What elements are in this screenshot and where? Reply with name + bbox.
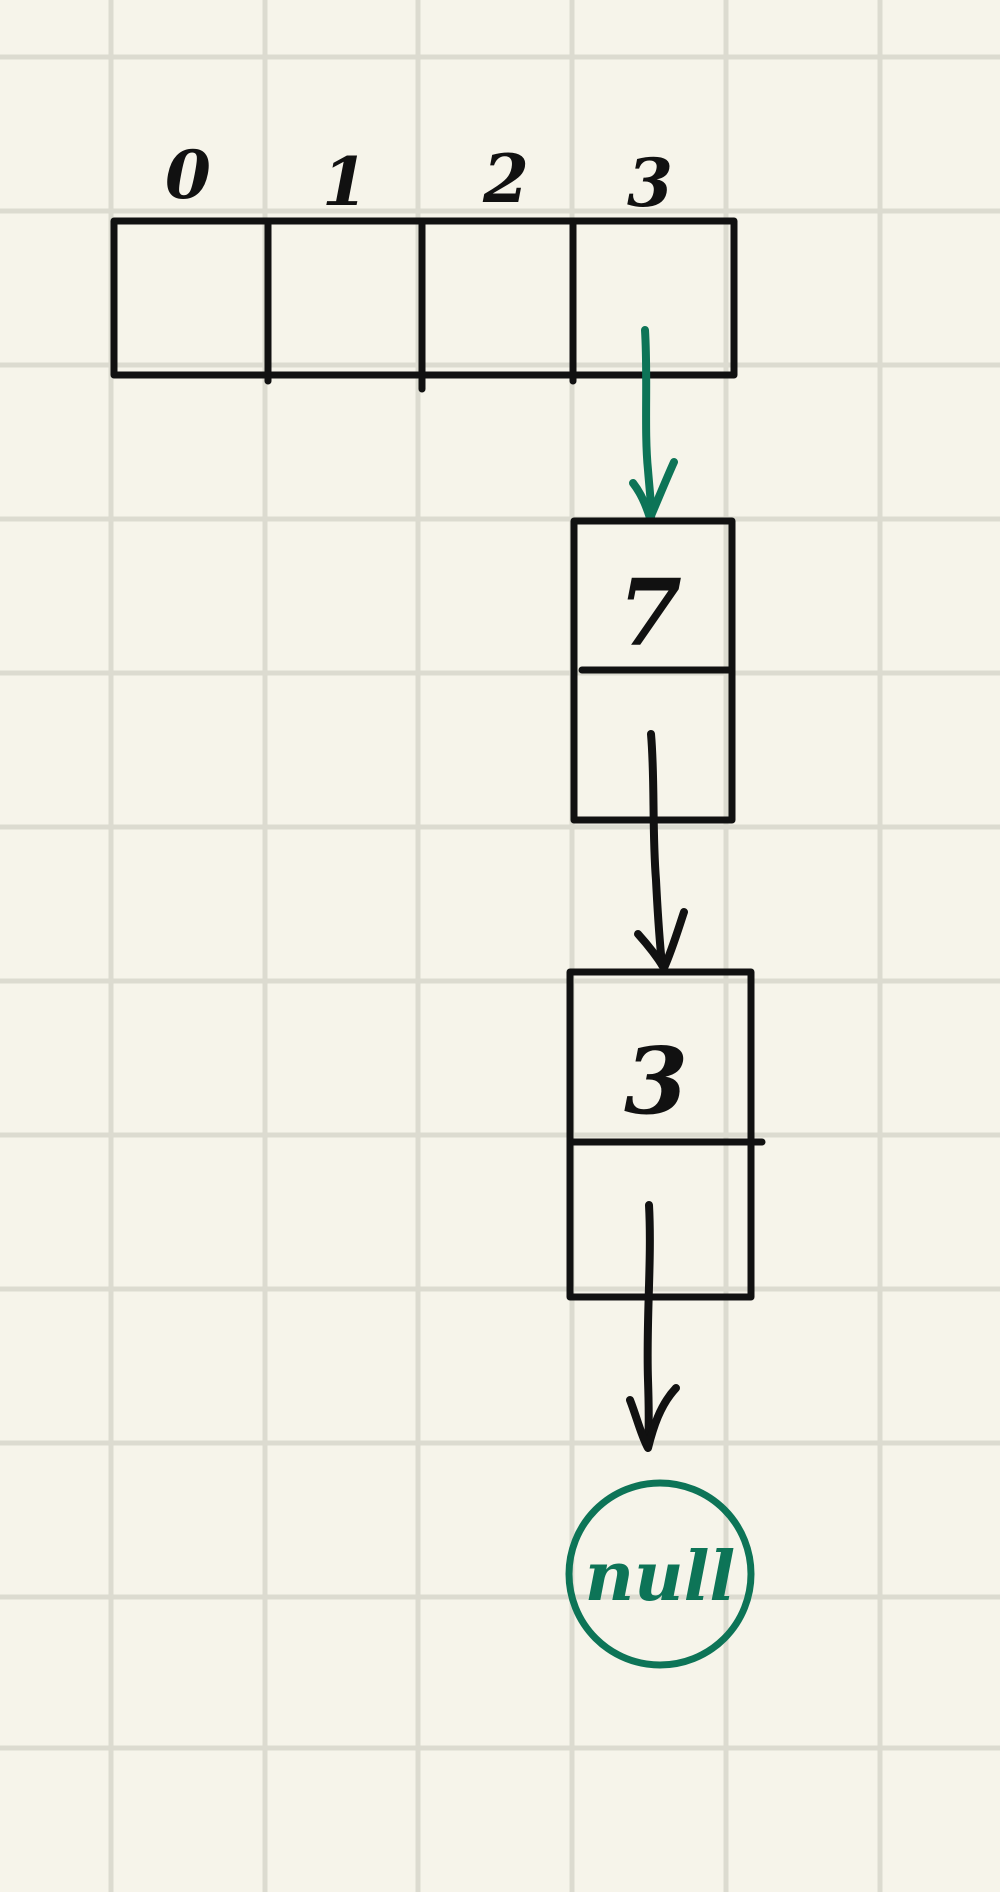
node-1-next-arrow: [634, 730, 688, 972]
index-label-2: 2: [482, 140, 529, 218]
list-node-2-box: [566, 968, 755, 1301]
list-node-2-value: 3: [624, 1027, 688, 1135]
array-index-labels: 0 1 2 3: [165, 136, 673, 222]
index-label-3: 3: [627, 144, 673, 222]
null-terminal: null: [565, 1479, 755, 1669]
index-label-0: 0: [165, 136, 211, 214]
list-node-2: 3: [566, 968, 766, 1301]
null-label: null: [585, 1537, 736, 1617]
list-node-1: 7: [570, 517, 736, 824]
node-2-next-arrow: [626, 1201, 680, 1452]
bucket-to-node-arrow: [629, 326, 678, 522]
list-node-1-value: 7: [618, 559, 682, 667]
bucket-array: [110, 217, 738, 393]
null-circle: [565, 1479, 755, 1669]
index-label-1: 1: [322, 143, 368, 221]
